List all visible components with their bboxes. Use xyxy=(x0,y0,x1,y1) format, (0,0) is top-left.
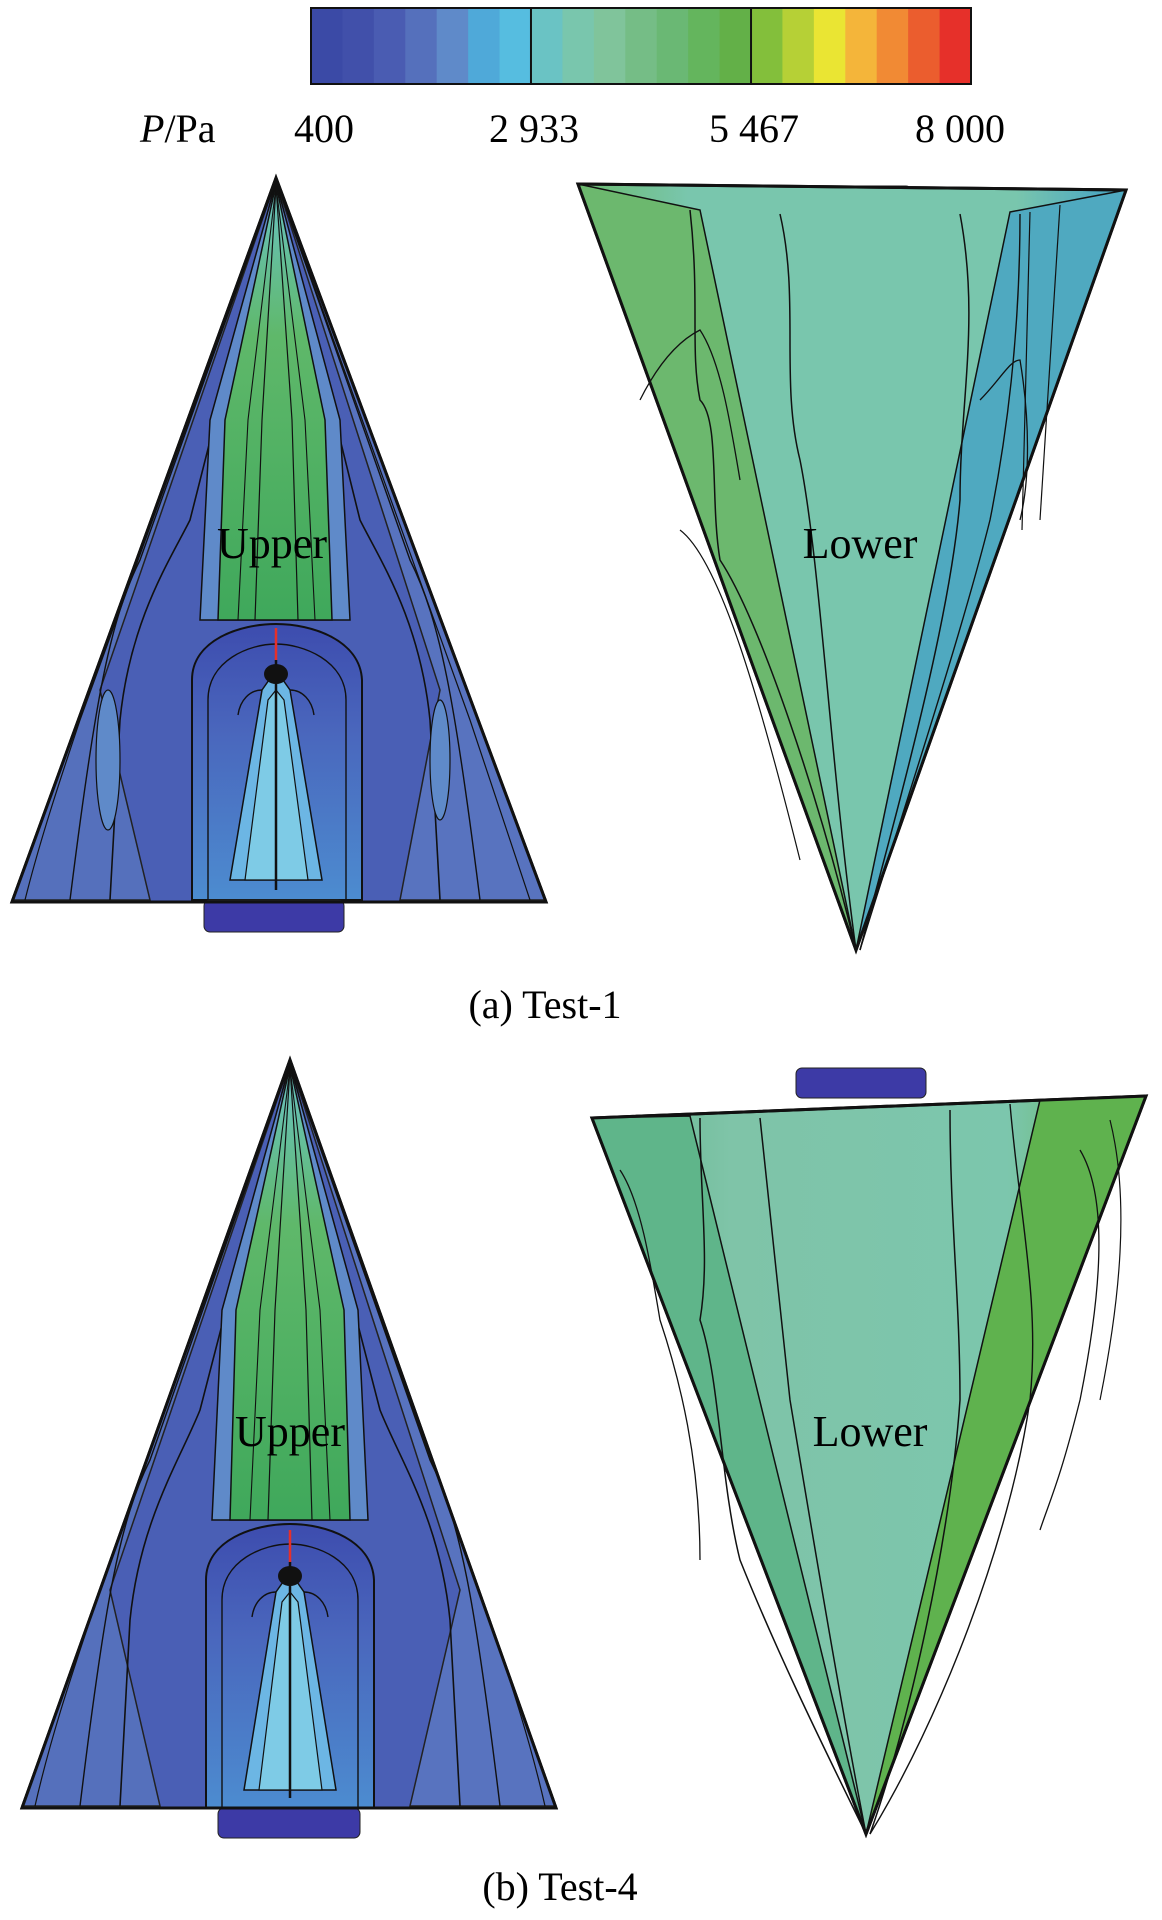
upper-surface-contour xyxy=(9,173,549,933)
colorbar-swatch xyxy=(468,8,501,84)
colorbar-swatch xyxy=(908,8,941,84)
colorbar-swatch xyxy=(813,8,846,84)
colorbar-swatch xyxy=(531,8,564,84)
upper-label-test-1: Upper xyxy=(217,519,327,568)
lower-surface-contour xyxy=(589,1067,1149,1839)
colorbar-swatches xyxy=(311,8,972,84)
upper-label-test-4: Upper xyxy=(235,1407,345,1456)
quantity-symbol: P xyxy=(139,106,164,151)
lower-label-test-4: Lower xyxy=(813,1407,928,1456)
caption-test-4: (b) Test-4 xyxy=(482,1864,637,1909)
colorbar-swatch xyxy=(719,8,752,84)
colorbar-swatch xyxy=(625,8,658,84)
colorbar-swatch xyxy=(593,8,626,84)
colorbar-tick-label-1: 2 933 xyxy=(489,106,579,151)
colorbar-swatch xyxy=(405,8,438,84)
upper-surface-contour xyxy=(19,1055,559,1839)
colorbar-swatch xyxy=(845,8,878,84)
quantity-unit: /Pa xyxy=(164,106,215,151)
caption-test-1: (a) Test-1 xyxy=(468,982,621,1027)
colorbar-tick-label-3: 8 000 xyxy=(915,106,1005,151)
colorbar-swatch xyxy=(939,8,972,84)
colorbar-swatch xyxy=(688,8,721,84)
colorbar-swatch xyxy=(373,8,406,84)
colorbar-swatch xyxy=(782,8,815,84)
colorbar-quantity-label: P/Pa xyxy=(139,106,216,151)
colorbar-swatch xyxy=(751,8,784,84)
colorbar-swatch xyxy=(311,8,344,84)
colorbar-swatch xyxy=(342,8,375,84)
colorbar-tick-label-0: 400 xyxy=(294,106,354,151)
colorbar-swatch xyxy=(656,8,689,84)
colorbar-tick-label-2: 5 467 xyxy=(709,106,799,151)
panel-test-4: Upper Lower (b) Test-4 xyxy=(19,1055,1149,1909)
colorbar-swatch xyxy=(562,8,595,84)
colorbar: P/Pa 400 2 933 5 467 8 000 xyxy=(139,7,1005,151)
panel-test-1: Upper Lower (a) Test-1 xyxy=(9,173,1129,1027)
colorbar-swatch xyxy=(436,8,469,84)
lower-surface-contour xyxy=(575,182,1129,955)
lower-label-test-1: Lower xyxy=(803,519,918,568)
colorbar-dividers xyxy=(310,8,972,84)
colorbar-swatch xyxy=(876,8,909,84)
colorbar-swatch xyxy=(499,8,532,84)
